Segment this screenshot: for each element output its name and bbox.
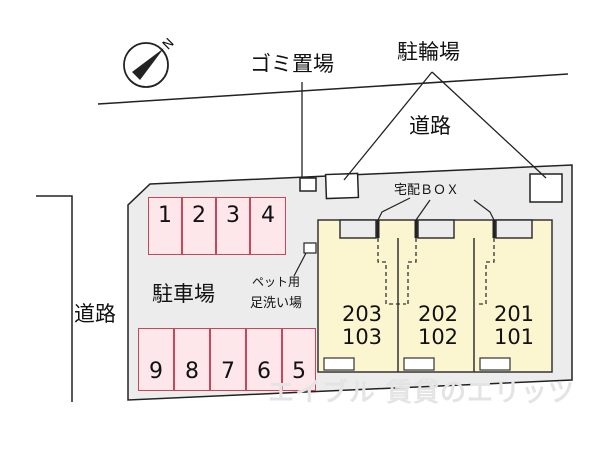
pet-wash-label-1: ペット用 bbox=[252, 275, 301, 289]
delivery-leader bbox=[473, 199, 495, 221]
parking-stall: 7 bbox=[210, 328, 246, 391]
entrance-notch bbox=[417, 219, 455, 239]
entrance-notch bbox=[339, 219, 377, 239]
unit-lower-number: 101 bbox=[493, 325, 535, 349]
pet-wash-leader bbox=[293, 252, 307, 277]
bicycle-box-left bbox=[324, 172, 360, 200]
garbage-area-label: ゴミ置場 bbox=[250, 52, 334, 76]
unit-upper-number: 202 bbox=[417, 302, 459, 326]
balcony bbox=[403, 357, 435, 371]
delivery-box-label: 宅配ＢＯＸ bbox=[394, 183, 460, 198]
parking-stall: 4 bbox=[250, 197, 286, 255]
unit-lower-number: 103 bbox=[341, 325, 383, 349]
road-boundary-top bbox=[97, 73, 569, 105]
pet-wash-label-2: 足洗い場 bbox=[250, 296, 303, 311]
balcony bbox=[479, 357, 511, 371]
unit-lower-number: 102 bbox=[417, 325, 459, 349]
road-top-label: 道路 bbox=[409, 114, 451, 138]
bicycle-parking-label: 駐輪場 bbox=[397, 40, 460, 64]
garbage-area-box bbox=[299, 177, 317, 192]
interior-path bbox=[476, 238, 495, 305]
parking-label: 駐車場 bbox=[152, 282, 215, 306]
parking-stall: 9 bbox=[138, 328, 174, 391]
balcony bbox=[323, 357, 355, 371]
delivery-leader bbox=[415, 199, 431, 221]
bicycle-box-right bbox=[529, 173, 563, 203]
interior-path bbox=[377, 238, 406, 305]
bicycle-leader bbox=[431, 71, 547, 179]
road-boundary-left bbox=[36, 195, 73, 402]
watermark: エイブル 賃貸のエリッツ bbox=[268, 378, 576, 408]
parking-stall: 8 bbox=[174, 328, 210, 391]
interior-path bbox=[407, 238, 417, 304]
parking-stall: 6 bbox=[246, 328, 282, 391]
parking-stall: 3 bbox=[216, 197, 250, 255]
delivery-leader bbox=[377, 197, 411, 221]
unit-upper-number: 201 bbox=[493, 302, 535, 326]
north-arrow-icon bbox=[123, 42, 169, 88]
road-left-label: 道路 bbox=[74, 302, 116, 326]
parking-stall: 1 bbox=[148, 197, 182, 255]
parking-stall: 2 bbox=[182, 197, 216, 255]
apartment-building bbox=[317, 219, 553, 373]
bicycle-leader bbox=[343, 71, 433, 181]
pet-wash-box bbox=[303, 242, 317, 254]
entrance-notch bbox=[495, 219, 533, 239]
unit-upper-number: 203 bbox=[341, 302, 383, 326]
parking-stall: 5 bbox=[282, 328, 316, 391]
